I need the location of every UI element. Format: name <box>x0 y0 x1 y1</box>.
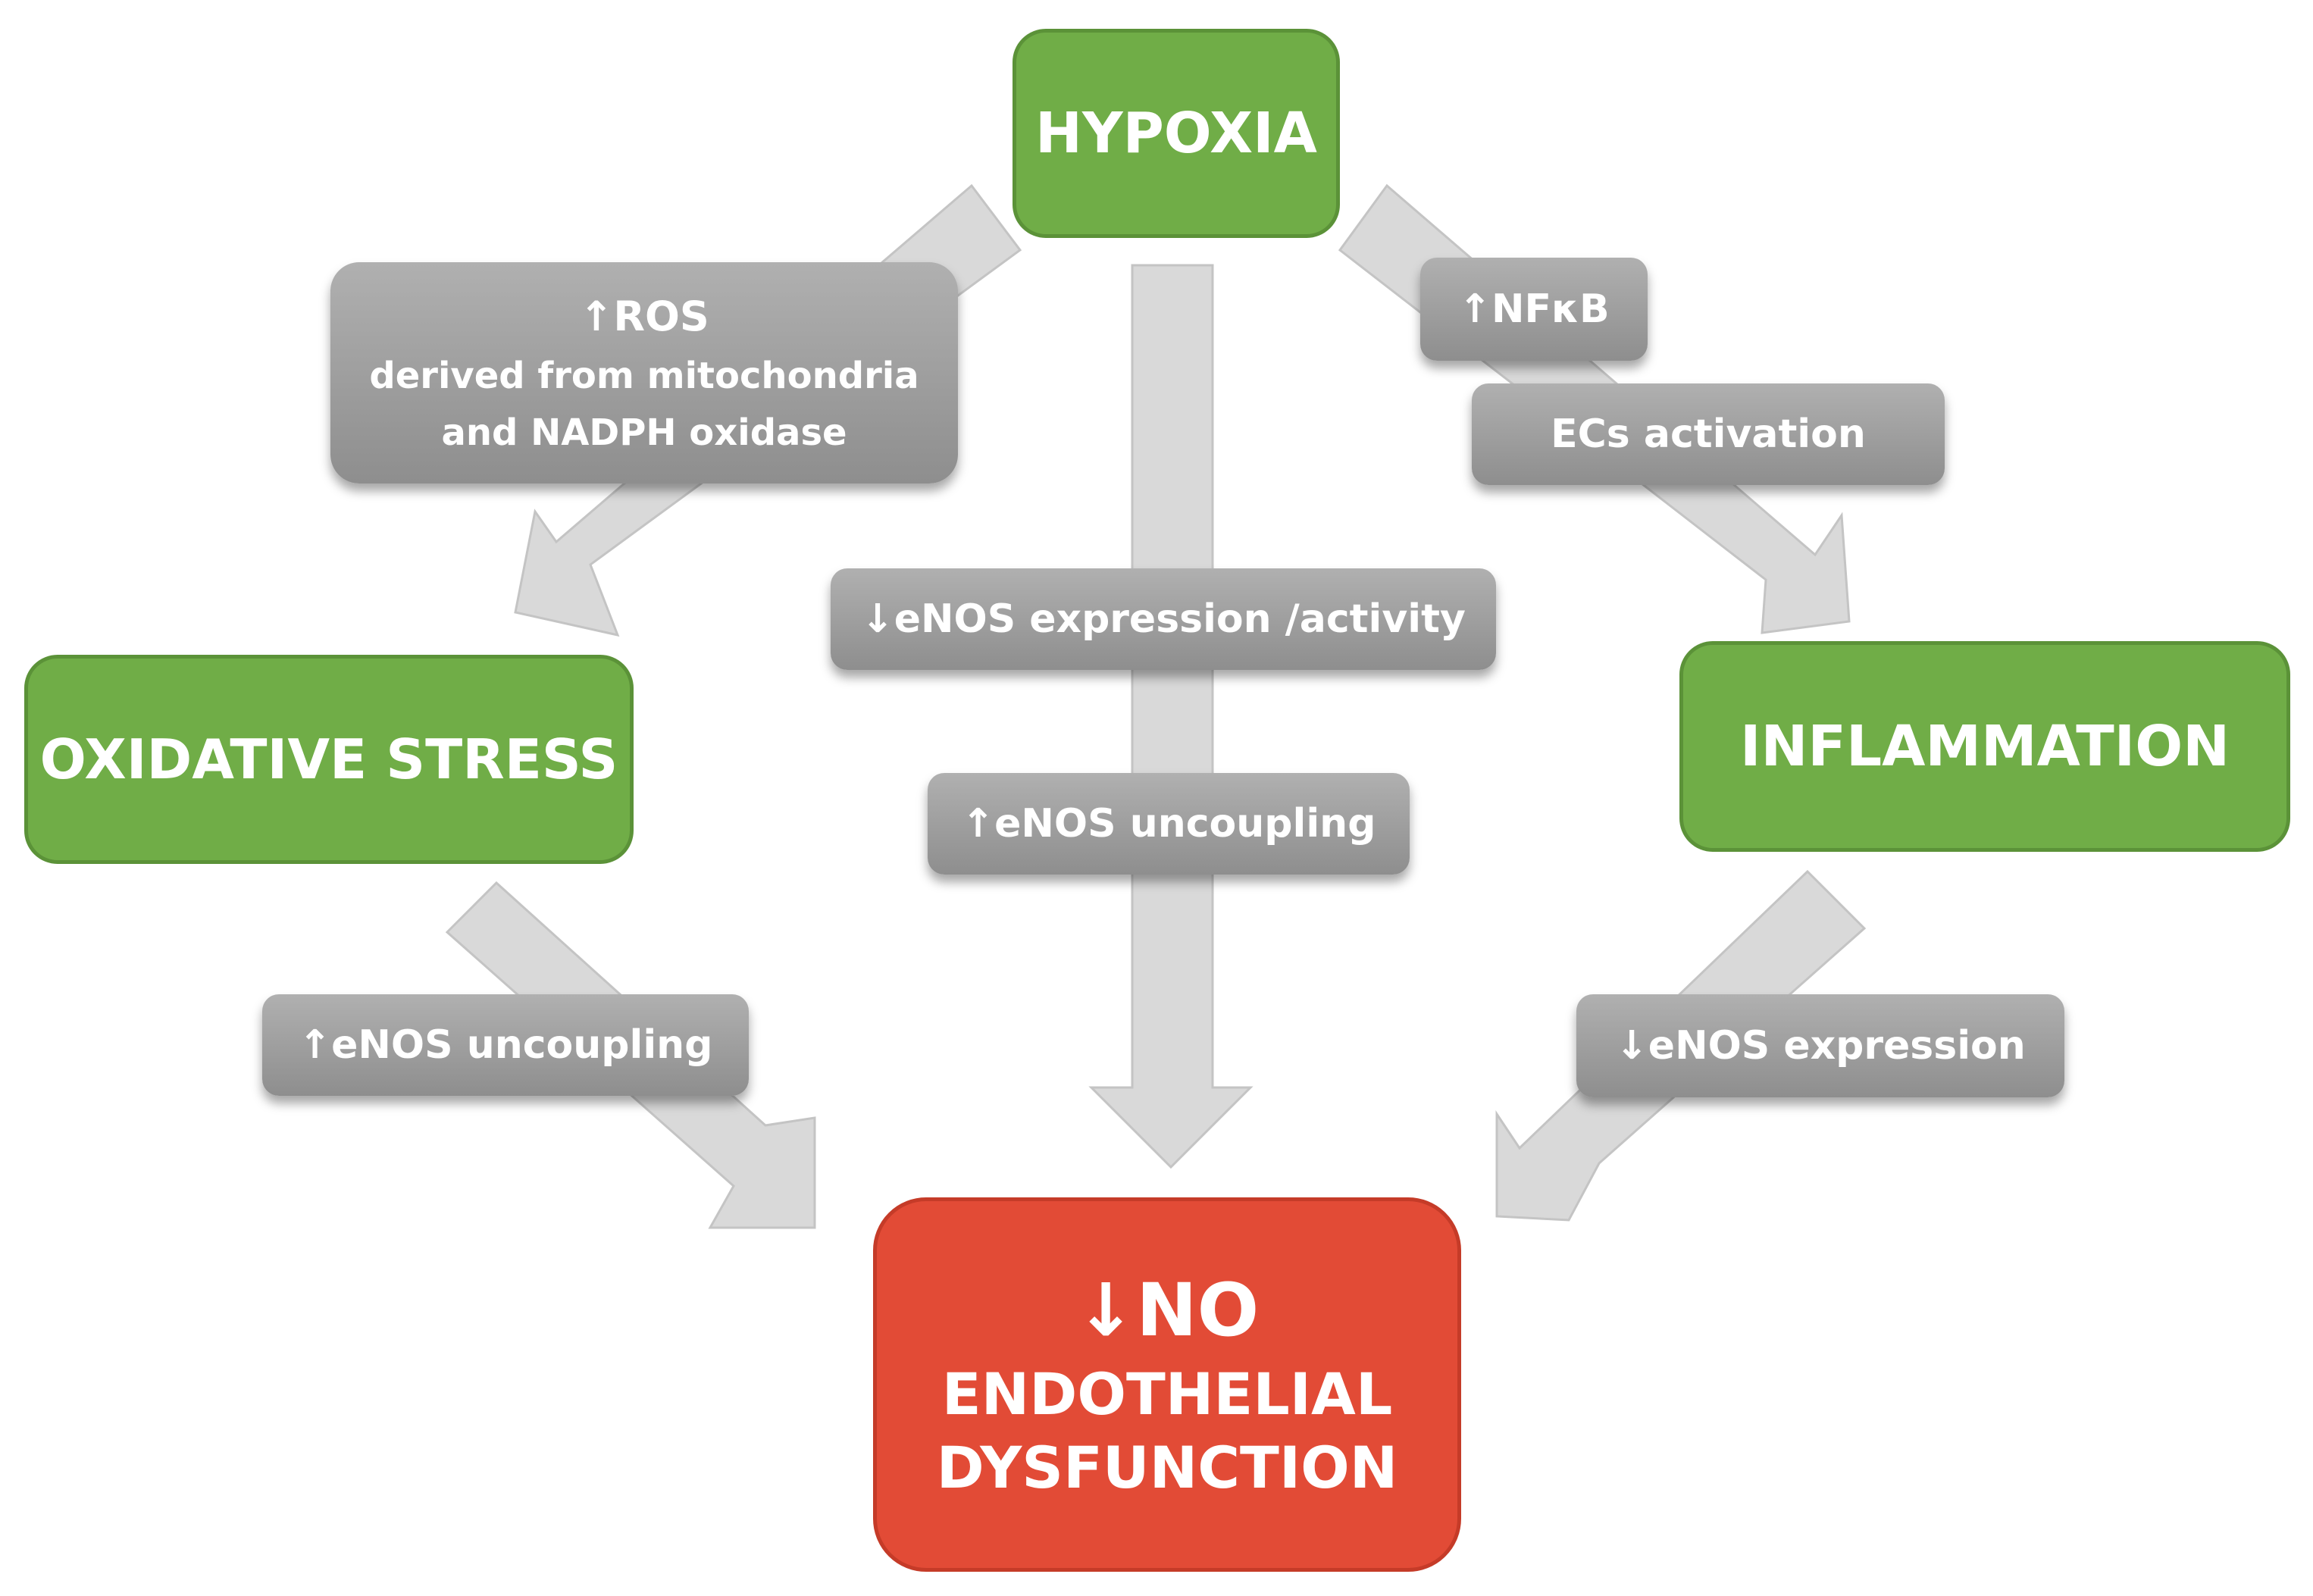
hypoxia-node: HYPOXIA <box>1013 29 1340 238</box>
enos-uncoupling-center-text: ↑eNOS uncoupling <box>961 801 1376 847</box>
oxidative-stress-node: OXIDATIVE STRESS <box>24 655 634 864</box>
outcome-no-text: ↓NO <box>1075 1268 1260 1353</box>
ros-text: ↑ROS <box>579 292 709 340</box>
nfkb-text: ↑NFκB <box>1458 286 1610 332</box>
enos-expression-right-label: ↓eNOS expression <box>1576 994 2064 1097</box>
ecs-activation-text: ECs activation <box>1551 412 1866 457</box>
enos-uncoupling-left-text: ↑eNOS uncoupling <box>298 1022 713 1068</box>
ros-source-text: derived from mitochondria <box>369 355 919 398</box>
arrow-hypoxia-to-outcome <box>1088 264 1254 1169</box>
outcome-node: ↓NO ENDOTHELIAL DYSFUNCTION <box>873 1197 1461 1572</box>
enos-expression-right-text: ↓eNOS expression <box>1615 1023 2026 1069</box>
outcome-dysfunction-text: DYSFUNCTION <box>936 1434 1398 1502</box>
hypoxia-text: HYPOXIA <box>1035 101 1317 166</box>
enos-expression-activity-text: ↓eNOS expression /activity <box>861 596 1466 642</box>
inflammation-text: INFLAMMATION <box>1739 714 2230 779</box>
enos-uncoupling-center-label: ↑eNOS uncoupling <box>928 773 1410 875</box>
outcome-endothelial-text: ENDOTHELIAL <box>941 1360 1393 1429</box>
enos-expression-activity-label: ↓eNOS expression /activity <box>831 568 1496 670</box>
ecs-activation-label: ECs activation <box>1472 383 1945 485</box>
nfkb-label: ↑NFκB <box>1420 258 1648 361</box>
inflammation-node: INFLAMMATION <box>1679 641 2290 852</box>
oxidative-stress-text: OXIDATIVE STRESS <box>39 728 618 791</box>
enos-uncoupling-left-label: ↑eNOS uncoupling <box>262 994 749 1096</box>
ros-source-text-2: and NADPH oxidase <box>441 411 847 454</box>
ros-label: ↑ROS derived from mitochondria and NADPH… <box>330 262 958 483</box>
